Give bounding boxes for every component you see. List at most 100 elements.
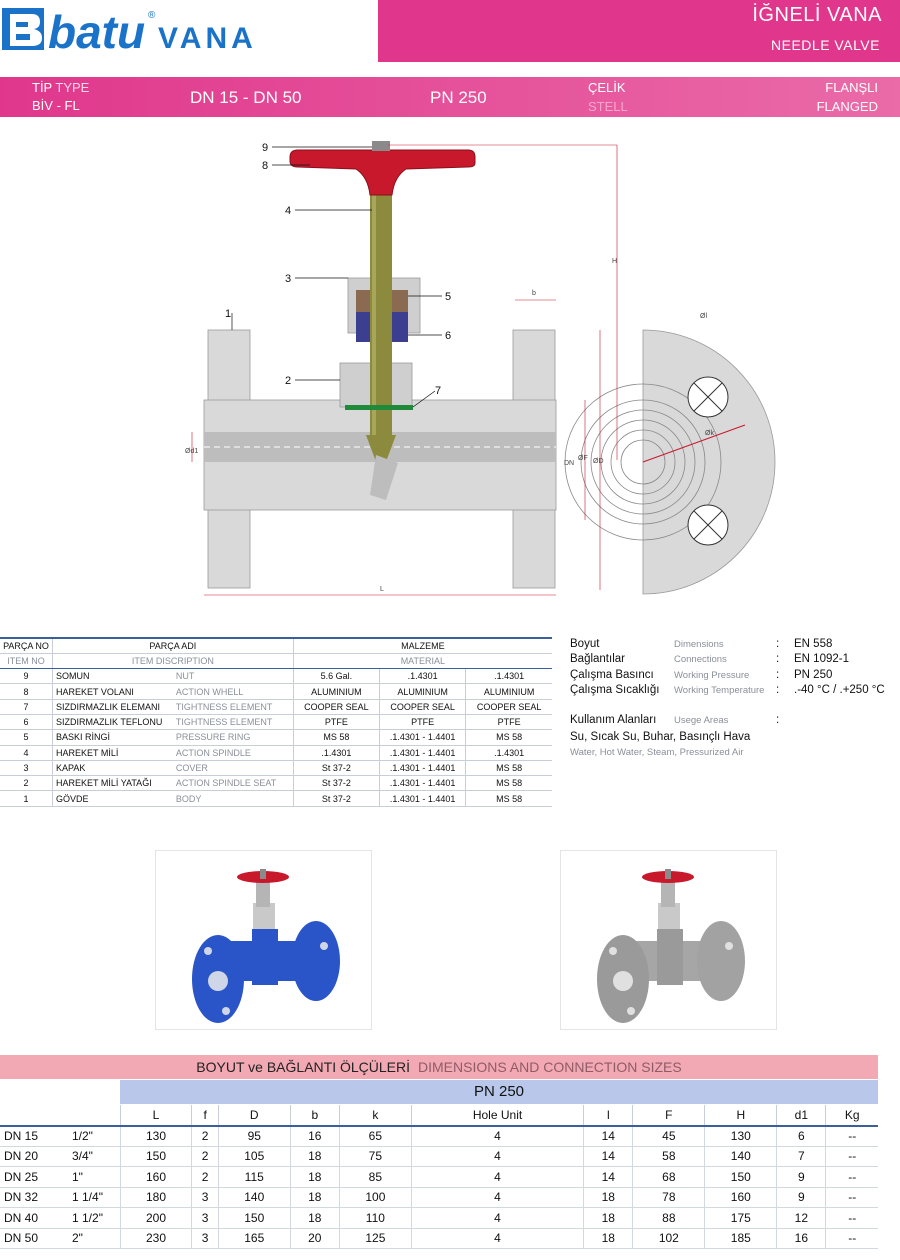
part-name-en: TIGHTNESS ELEMENT (172, 699, 294, 715)
spec-value: EN 1092-1 (794, 653, 849, 666)
dim-value: -- (825, 1187, 878, 1208)
dim-value: -- (825, 1146, 878, 1167)
part-material-2: COOPER SEAL (379, 699, 467, 715)
dim-value: 125 (338, 1228, 412, 1249)
part-material-3: MS 58 (465, 760, 552, 777)
part-material-3: MS 58 (465, 775, 552, 792)
dim-value: 18 (583, 1207, 633, 1229)
part-material-3: .1.4301 (465, 668, 552, 685)
dim-value: 165 (217, 1228, 291, 1249)
callout-8: 8 (262, 160, 268, 172)
part-material-2: PTFE (379, 714, 467, 731)
dim-value: 18 (289, 1166, 340, 1188)
dim-value: 3 (191, 1207, 219, 1229)
usage-list-tr: Su, Sıcak Su, Buhar, Basınçlı Hava (570, 731, 751, 743)
dim-value: 4 (410, 1146, 584, 1167)
dim-value: 130 (704, 1125, 777, 1147)
part-material-3: .1.4301 (465, 745, 552, 761)
dim-value: 14 (583, 1166, 633, 1188)
valve-photo-grey (560, 850, 777, 1030)
part-name-en: ACTION SPINDLE (172, 745, 294, 761)
part-material-2: .1.4301 - 1.4401 (379, 745, 467, 761)
spec-label-tr: Çalışma Sıcaklığı (570, 683, 660, 696)
part-no: 9 (0, 668, 53, 685)
dim-dn: DN (564, 460, 574, 467)
dim-value: 110 (338, 1207, 412, 1229)
dim-value: 115 (217, 1166, 291, 1188)
part-no: 1 (0, 790, 53, 807)
dim-value: 9 (776, 1187, 826, 1208)
dim-value: 95 (217, 1125, 291, 1147)
dim-value: 88 (632, 1207, 705, 1229)
dim-inch: 1 1/2" (70, 1207, 120, 1229)
dim-header-col: d1 (776, 1105, 826, 1127)
dim-value: 160 (704, 1187, 777, 1208)
material-tr: ÇELİK (588, 80, 626, 95)
callout-6: 6 (445, 330, 451, 342)
part-material-1: COOPER SEAL (293, 699, 380, 715)
info-band: TİP TYPE BİV - FL DN 15 - DN 50 PN 250 Ç… (0, 77, 900, 117)
dim-value: 150 (119, 1146, 192, 1167)
dim-inch: 1 1/4" (70, 1187, 120, 1208)
dim-value: 2 (191, 1146, 219, 1167)
dim-value: 45 (632, 1125, 705, 1147)
dim-value: 180 (119, 1187, 192, 1208)
part-material-1: .1.4301 (293, 745, 380, 761)
dim-header-col: Hole Unit (410, 1105, 584, 1127)
usage-colon: : (776, 714, 780, 726)
part-name-en: ACTION SPINDLE SEAT (172, 775, 294, 792)
dim-title-en: DIMENSIONS AND CONNECTION SIZES (418, 1059, 682, 1075)
dim-header-col: b (289, 1105, 340, 1127)
dim-value: 68 (632, 1166, 705, 1188)
pressure-class: PN 250 (430, 88, 487, 107)
part-material-2: .1.4301 - 1.4401 (379, 729, 467, 746)
dim-inch: 2" (70, 1228, 120, 1249)
part-name-tr: KAPAK (52, 760, 173, 777)
connection-tr: FLANŞLI (825, 80, 878, 95)
part-name-tr: SOMUN (52, 668, 173, 685)
parts-table: PARÇA NO PARÇA ADI MALZEME ITEM NO ITEM … (0, 636, 552, 807)
callout-2: 2 (285, 375, 291, 387)
part-material-1: St 37-2 (293, 760, 380, 777)
dim-value: -- (825, 1166, 878, 1188)
dim-h: H (612, 258, 617, 265)
part-name-tr: HAREKET VOLANI (52, 683, 173, 700)
dim-header-col: k (338, 1105, 412, 1127)
part-no: 2 (0, 775, 53, 792)
dim-value: 3 (191, 1228, 219, 1249)
dim-value: 4 (410, 1228, 584, 1249)
dim-value: 75 (338, 1146, 412, 1167)
dim-value: 18 (289, 1207, 340, 1229)
model-code: BİV - FL (32, 98, 80, 113)
dim-value: 150 (704, 1166, 777, 1188)
part-name-en: BODY (172, 790, 294, 807)
dim-header-col: f (191, 1105, 219, 1127)
part-material-1: St 37-2 (293, 775, 380, 792)
spec-colon: : (776, 638, 780, 650)
dim-value: 85 (338, 1166, 412, 1188)
spec-value: PN 250 (794, 668, 833, 681)
part-material-1: ALUMINIUM (293, 683, 380, 700)
dim-value: 4 (410, 1187, 584, 1208)
part-name-en: ACTION WHELL (172, 683, 294, 700)
part-material-1: MS 58 (293, 729, 380, 746)
valve-section-drawing: 9 8 4 3 5 6 1 2 7 H b Øl Øk Ød1 DN ØF (180, 135, 790, 605)
part-name-en: PRESSURE RING (172, 729, 294, 746)
dim-header-col: l (583, 1105, 633, 1127)
type-label: TİP TYPE (32, 80, 89, 95)
dim-value: 105 (217, 1146, 291, 1167)
spec-value: .-40 °C / .+250 °C (794, 683, 885, 696)
